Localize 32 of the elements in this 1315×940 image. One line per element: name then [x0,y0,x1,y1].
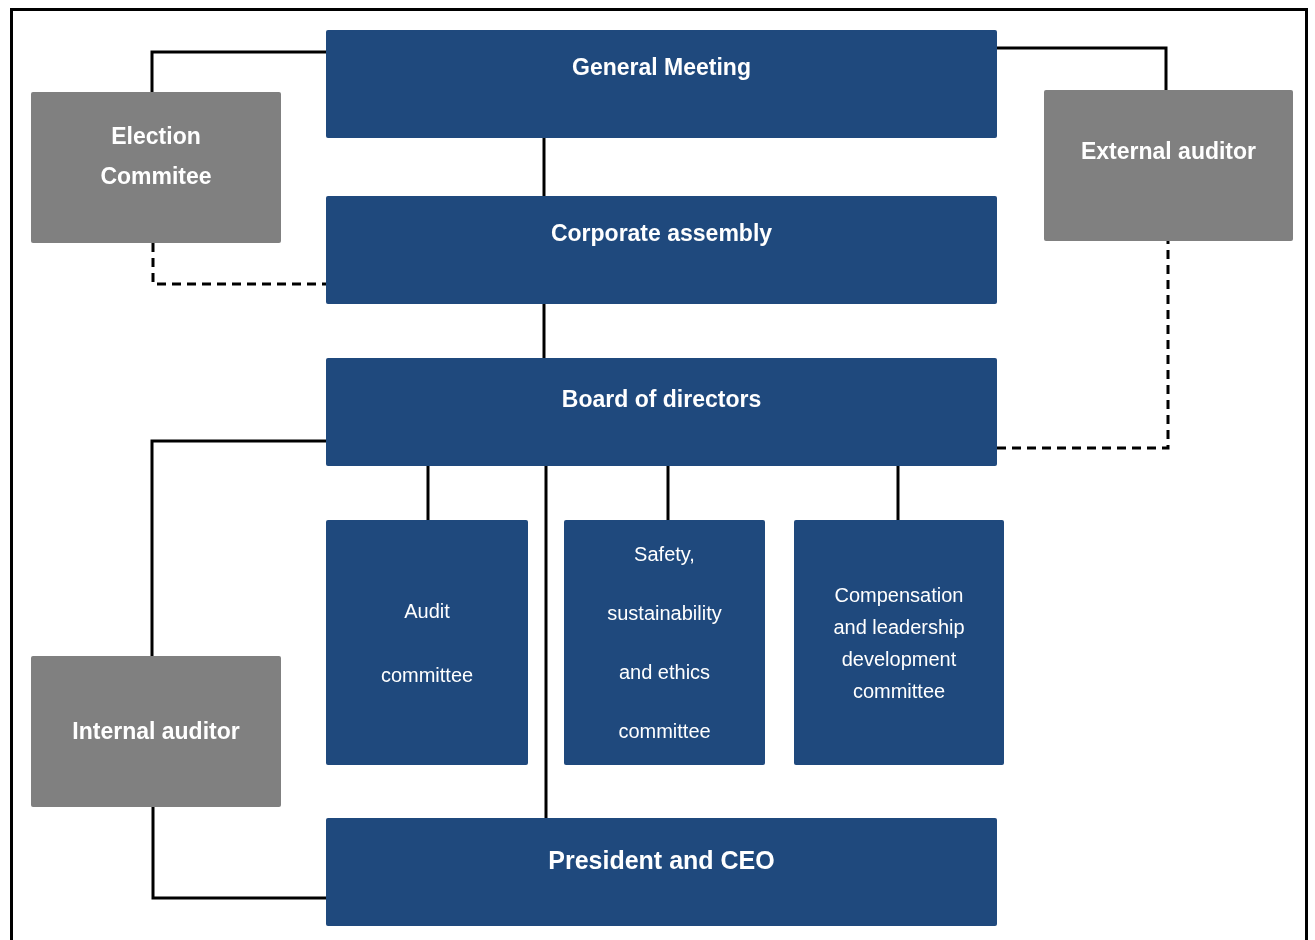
box-label: Election Commitee [99,122,213,191]
box-label: Board of directors [561,385,762,414]
governance-box [794,520,1004,765]
box-label: General Meeting [572,53,751,82]
governance-box [326,30,997,138]
connector-line [150,50,326,92]
dashed-connector [151,243,326,286]
box-label: Compensation and leadership development committee [832,582,966,704]
connector-line [150,439,326,656]
governance-box [326,196,997,304]
box-label: Internal auditor [72,717,240,747]
box-label: Safety, sustainability and ethics committee [606,541,723,744]
connector-line [544,466,548,818]
connector-line [542,304,546,358]
connector-line [997,46,1168,90]
connector-line [151,807,326,900]
auditor-box [31,92,281,243]
auditor-box [1044,90,1293,241]
governance-box [326,358,997,466]
auditor-box [31,656,281,807]
connector-line [666,466,670,520]
box-label: Audit committee [379,598,475,688]
box-label: External auditor [1080,137,1257,166]
governance-box [326,520,528,765]
governance-box [564,520,765,765]
box-label: Corporate assembly [550,219,773,248]
dashed-connector [997,241,1170,450]
governance-box [326,818,997,926]
connector-line [426,466,430,520]
connector-line [542,138,546,196]
box-label: President and CEO [548,845,775,876]
connector-line [896,466,900,520]
